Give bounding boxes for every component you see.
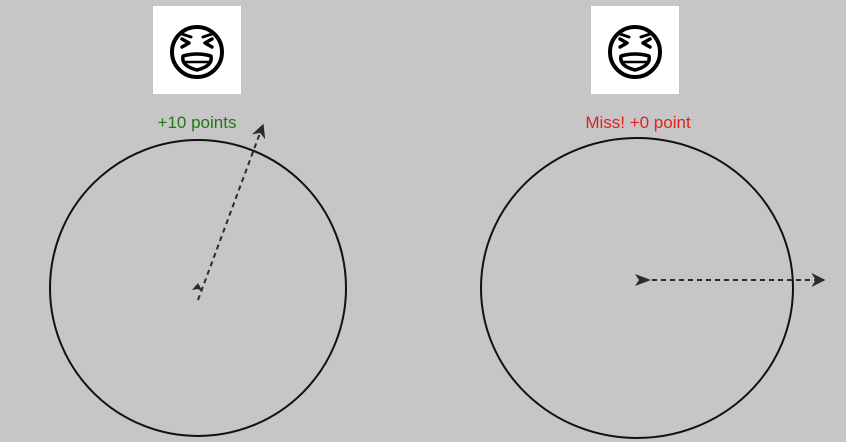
throw-arrow bbox=[197, 123, 266, 301]
target-circle bbox=[49, 139, 347, 437]
emoji-card bbox=[153, 6, 241, 94]
target-board bbox=[480, 137, 826, 439]
result-label: +10 points bbox=[157, 113, 237, 132]
arrow-start-marker bbox=[192, 283, 203, 292]
round-panel-2: Miss! +0 point bbox=[423, 0, 846, 442]
squinting-angry-face-icon bbox=[608, 25, 662, 79]
emoji-card bbox=[591, 6, 679, 94]
result-label: Miss! +0 point bbox=[585, 113, 691, 132]
target-board bbox=[49, 123, 347, 437]
arrow-start-marker bbox=[635, 274, 651, 286]
round-panel-1: +10 points bbox=[49, 6, 347, 437]
squinting-angry-face-icon bbox=[170, 25, 224, 79]
target-circle bbox=[480, 137, 794, 439]
